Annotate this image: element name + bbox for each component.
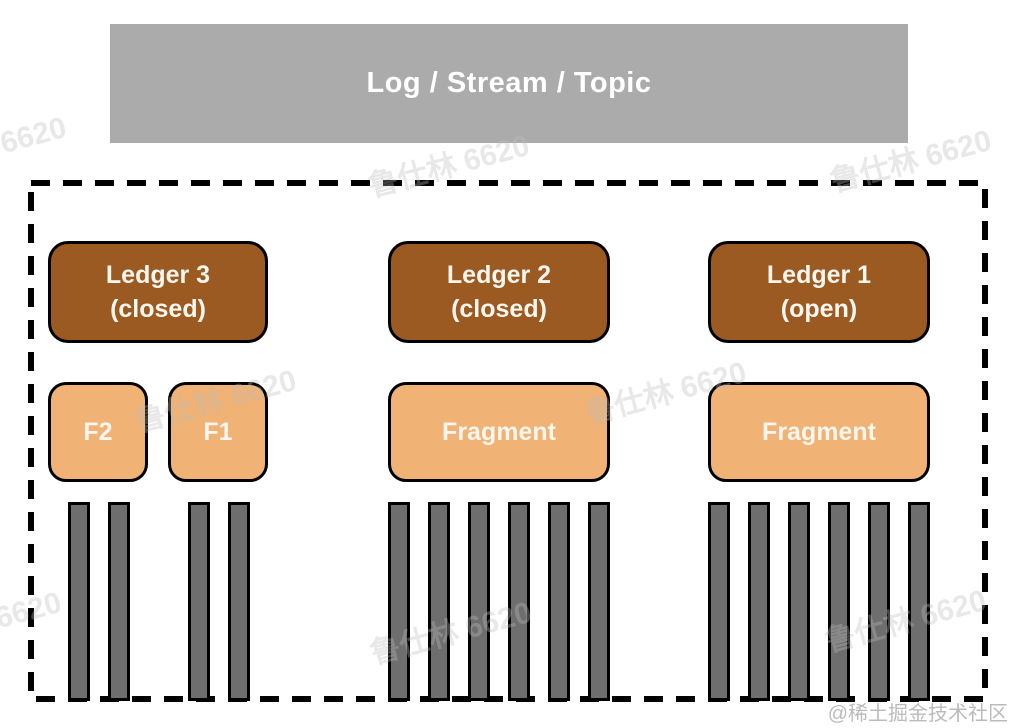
fragment-f1-box: F1 [168, 382, 268, 482]
fragment-f2-label: F2 [83, 417, 113, 446]
ledger-3-label: Ledger 3 (closed) [105, 261, 211, 323]
ledger-2-label: Ledger 2 (closed) [446, 261, 552, 323]
entry-bar [508, 502, 530, 701]
fragment-ledger1-label: Fragment [762, 417, 876, 446]
topic-banner-label: Log / Stream / Topic [366, 67, 652, 99]
entry-bar [548, 502, 570, 701]
fragment-ledger1-box: Fragment [708, 382, 930, 482]
ledger-1-box: Ledger 1 (open) [708, 241, 930, 343]
entry-bar [428, 502, 450, 701]
ledger-1-label: Ledger 1 (open) [766, 261, 872, 323]
fragment-ledger2-label: Fragment [442, 417, 556, 446]
ledger-3-box: Ledger 3 (closed) [48, 241, 268, 343]
entry-bar [708, 502, 730, 701]
entry-bar [908, 502, 930, 701]
fragment-ledger2-box: Fragment [388, 382, 610, 482]
watermark-text: 鲁仕林 6620 [0, 111, 70, 186]
entry-bar [748, 502, 770, 701]
attribution-watermark: @稀土掘金技术社区 [827, 703, 1008, 725]
entry-bar [68, 502, 90, 701]
entry-bar [828, 502, 850, 701]
entry-bar [388, 502, 410, 701]
ledger-2-box: Ledger 2 (closed) [388, 241, 610, 343]
fragment-f2-box: F2 [48, 382, 148, 482]
entry-bar [228, 502, 250, 701]
entry-bar [868, 502, 890, 701]
fragment-f1-label: F1 [203, 417, 233, 446]
entry-bar [468, 502, 490, 701]
entry-bar [588, 502, 610, 701]
entry-bar [108, 502, 130, 701]
topic-banner: Log / Stream / Topic [110, 24, 908, 143]
entry-bar [188, 502, 210, 701]
watermark-text: 鲁仕林 6620 [0, 586, 65, 661]
entry-bar [788, 502, 810, 701]
